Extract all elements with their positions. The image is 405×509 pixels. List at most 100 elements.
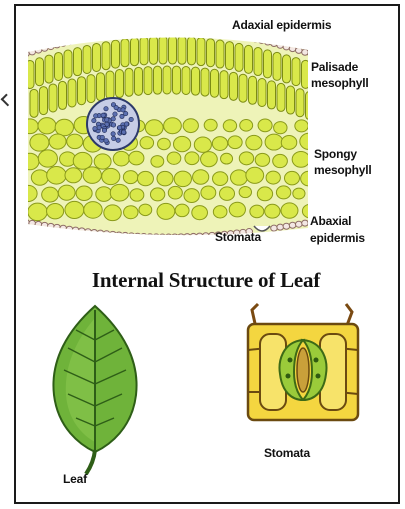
abaxial-epidermis-cell [35,221,42,227]
palisade-cell [249,76,257,104]
palisade-cell [239,74,247,102]
palisade-cell [226,42,234,70]
palisade-cell [121,39,129,67]
abaxial-epidermis-cell [196,233,203,239]
spongy-cell [212,137,227,151]
adaxial-epidermis-cell [271,41,278,47]
spongy-cell [96,187,112,202]
palisade-cell [230,72,238,100]
abaxial-epidermis-cell [134,233,141,239]
palisade-cell [74,48,82,76]
spongy-cell [223,120,236,132]
bundle-cell [114,105,118,109]
spongy-cell [21,153,39,170]
palisade-cell [264,50,272,78]
adaxial-epidermis-cell [209,28,216,34]
spongy-cell [30,134,49,151]
adaxial-epidermis-cell [165,28,172,31]
spongy-cell [65,168,82,183]
palisade-cell [140,37,148,65]
spongy-cell [276,186,290,199]
palisade-cell [287,86,295,114]
palisade-cell [283,55,291,83]
bundle-cell [129,117,133,121]
palisade-cell [245,45,253,73]
adaxial-epidermis-cell [147,28,154,31]
bundle-cell [111,136,115,140]
palisade-cell [216,40,224,68]
adaxial-epidermis-cell [252,36,259,42]
spongy-cell [229,202,245,217]
palisade-cell [116,70,124,98]
adaxial-epidermis-cell [79,36,86,42]
bundle-cell [105,118,109,122]
abaxial-epidermis-cell [116,232,123,238]
palisade-cell [102,42,110,70]
adaxial-epidermis-cell [66,39,73,45]
spongy-cell [157,203,175,219]
bundle-cell [111,132,115,136]
abaxial-epidermis-cell [283,223,290,229]
spongy-cell [65,201,84,218]
palisade-cell [220,71,228,99]
palisade-cell [268,81,276,109]
spongy-cell [194,137,211,152]
abaxial-epidermis-cell [141,233,148,239]
abaxial-epidermis-cell [178,234,185,240]
spongy-cell [183,119,198,133]
bundle-cell [102,128,106,132]
spongy-cell [19,185,37,201]
label-stomata: Stomata [215,230,261,244]
palisade-cell [182,66,190,94]
spongy-cell [130,189,144,201]
spongy-cell [240,120,253,132]
adaxial-epidermis-cell [258,37,265,43]
adaxial-epidermis-cell [29,49,36,55]
adaxial-epidermis-cell [35,47,42,53]
palisade-cell [40,87,48,115]
abaxial-epidermis-cell [128,233,135,239]
stoma-pore [297,348,309,392]
adaxial-epidermis-cell [296,47,303,53]
spongy-cell [140,137,154,149]
spongy-cell [265,204,280,218]
spongy-cell [124,206,138,219]
spongy-cell [94,154,111,169]
palisade-cell [169,36,177,64]
palisade-cell [302,60,310,88]
palisade-cell [273,52,281,80]
abaxial-epidermis-cell [60,225,67,231]
leaf-petiole [86,450,95,474]
abaxial-epidermis-cell [97,230,104,236]
palisade-cell [254,48,262,76]
bundle-cell [104,107,108,111]
spongy-cell [67,134,83,149]
spongy-cell [55,119,73,136]
bundle-cell [111,117,115,121]
adaxial-epidermis-cell [141,28,148,32]
palisade-cell [173,66,181,94]
spongy-cell [185,152,199,165]
abaxial-epidermis-cell [147,234,154,240]
abaxial-epidermis-cell [54,224,61,230]
spongy-cell [184,189,199,203]
spongy-cell [201,186,216,199]
vascular-bundle [87,98,139,150]
spongy-cell [281,135,297,149]
palisade-cell [150,36,158,64]
bundle-cell [124,122,128,126]
adaxial-epidermis-cell [103,31,110,37]
abaxial-epidermis-cell [165,234,172,240]
spongy-cell [150,188,164,201]
adaxial-epidermis-cell [60,40,67,46]
spongy-cell [38,118,56,134]
spongy-cell [265,134,283,150]
diagram-title: Internal Structure of Leaf [16,268,396,293]
bundle-cell [100,135,104,139]
spongy-cell [174,136,191,151]
adaxial-epidermis-cell [302,49,309,55]
abaxial-epidermis-cell [110,231,117,237]
adaxial-epidermis-cell [203,28,210,33]
adaxial-epidermis-cell [190,28,197,32]
spongy-cell [123,171,138,184]
